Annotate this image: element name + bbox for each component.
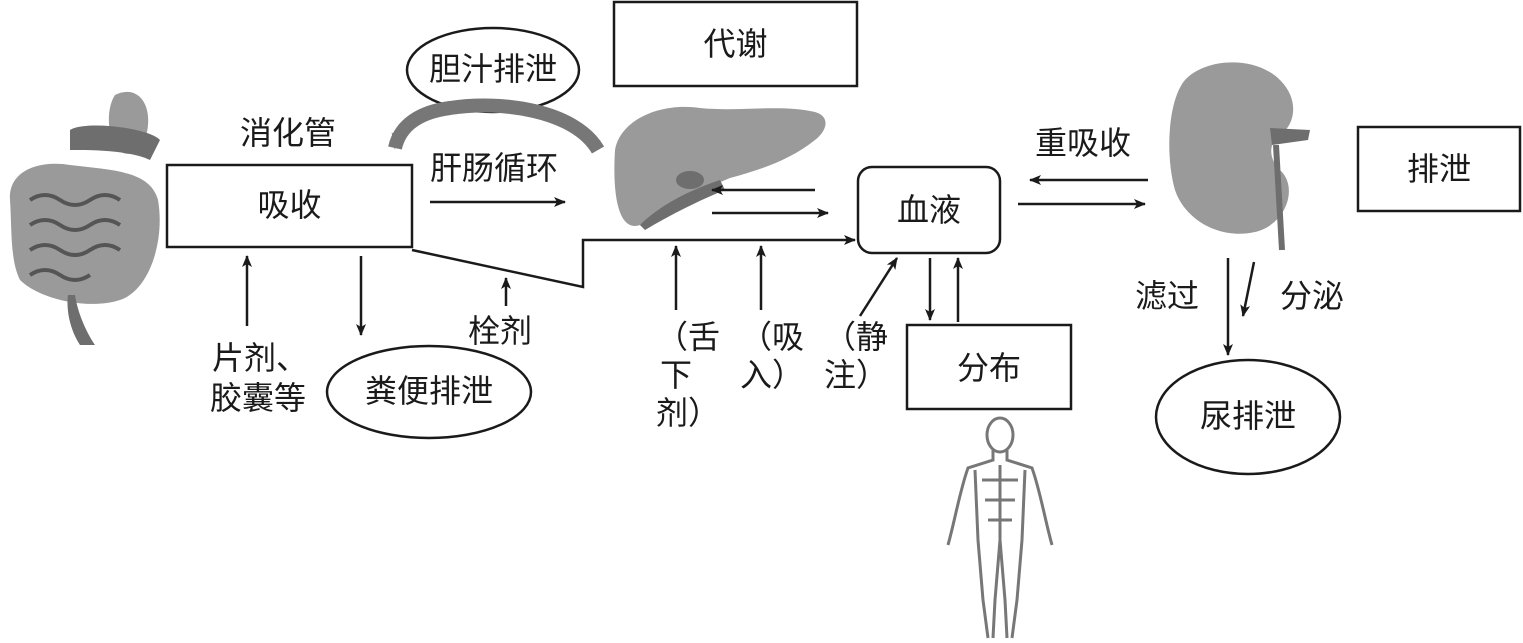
human-body-illustration (946, 416, 1054, 639)
enterohepatic-label: 肝肠循环 (430, 149, 559, 187)
excretion-box (1356, 125, 1522, 213)
bile-curved-arrow (388, 98, 605, 154)
secretion-label: 分泌 (1280, 277, 1345, 315)
digestive-tract-illustration (9, 91, 160, 345)
bile-excretion-label: 胆汁排泄 (428, 50, 557, 88)
intravenous-arrow (858, 257, 899, 317)
metabolism-label: 代谢 (703, 25, 768, 63)
fecal-excretion-ellipse (325, 344, 533, 440)
absorption-box (165, 163, 414, 249)
sublingual-label: （舌下剂） (656, 318, 721, 432)
urine-excretion-label: 尿排泄 (1199, 397, 1296, 435)
distribution-label: 分布 (956, 349, 1021, 387)
distribution-box (905, 323, 1073, 411)
blood-box (856, 165, 1002, 255)
suppository-label: 栓剂 (468, 312, 533, 350)
secretion-arrow (1240, 261, 1256, 317)
excretion-label: 排泄 (1406, 150, 1471, 188)
blood-label: 血液 (896, 191, 961, 229)
digestive-tract-label: 消化管 (240, 114, 337, 152)
tablets-label-line2: 胶囊等 (210, 379, 307, 417)
absorption-label: 吸收 (257, 186, 322, 224)
urine-excretion-ellipse (1154, 358, 1342, 476)
filtration-label: 滤过 (1135, 277, 1200, 315)
metabolism-box (612, 0, 859, 88)
reabsorption-label: 重吸收 (1035, 124, 1132, 162)
inhalation-label: （吸入） (740, 318, 805, 394)
tablets-label-line1: 片剂、 (212, 339, 309, 377)
fecal-excretion-label: 粪便排泄 (364, 372, 493, 410)
intravenous-label: （静注） (824, 318, 889, 394)
liver-illustration (614, 106, 826, 230)
kidney-illustration (1169, 62, 1310, 251)
portal-route-arrow (411, 235, 856, 289)
